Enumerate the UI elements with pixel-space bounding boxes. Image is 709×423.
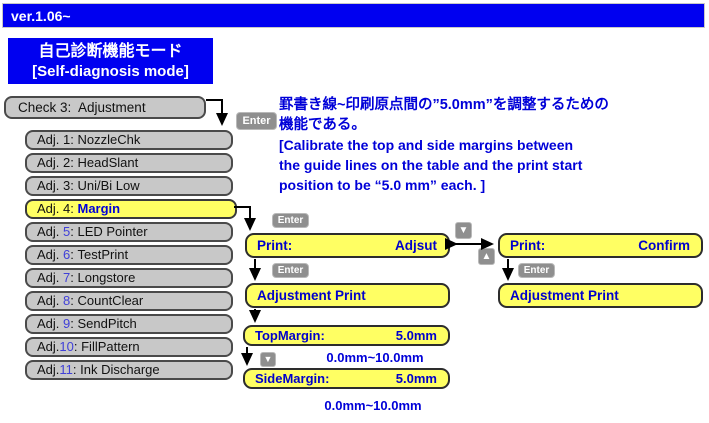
down-arrow-key-icon: ▼ [455, 222, 472, 239]
menu-item-adj-8: Adj. 8: CountClear [25, 291, 233, 311]
down-arrow-key-icon: ▼ [260, 352, 276, 367]
screen-value: Adjsut [395, 238, 437, 253]
description-text: 罫書き線~印刷原点間の”5.0mm”を調整するための 機能である。 [Calib… [279, 95, 707, 195]
menu-item-adj-5: Adj. 5: LED Pointer [25, 222, 233, 242]
menu-item-adj-9: Adj. 9: SendPitch [25, 314, 233, 334]
version-bar: ver.1.06~ [2, 3, 705, 28]
screen-top-margin: TopMargin: 5.0mm [243, 325, 450, 346]
mode-title-jp: 自己診断機能モード [38, 42, 183, 60]
menu-item-adj-11: Adj.11: Ink Discharge [25, 360, 233, 380]
menu-item-adj-4: Adj. 4: Margin [25, 199, 237, 219]
screen-label: TopMargin: [255, 328, 325, 343]
mode-title-en: [Self-diagnosis mode] [32, 62, 189, 80]
menu-item-adj-1: Adj. 1: NozzleChk [25, 130, 233, 150]
menu-item-adj-2: Adj. 2: HeadSlant [25, 153, 233, 173]
up-arrow-key-icon: ▲ [478, 248, 495, 265]
description-jp-line1: 罫書き線~印刷原点間の”5.0mm”を調整するための [279, 97, 609, 113]
enter-key-badge: Enter [272, 263, 309, 278]
screen-label: Adjustment Print [257, 288, 366, 303]
description-en-line3: position to be “5.0 mm” each. ] [279, 177, 486, 193]
screen-value: 5.0mm [395, 328, 437, 343]
screen-adjustment-print-right: Adjustment Print [498, 283, 703, 308]
screen-adjustment-print-left: Adjustment Print [245, 283, 450, 308]
screen-side-margin: SideMargin: 5.0mm [243, 368, 450, 389]
menu-item-adj-6: Adj. 6: TestPrint [25, 245, 233, 265]
enter-key-badge: Enter [518, 263, 555, 278]
side-margin-range: 0.0mm~10.0mm [324, 398, 422, 413]
menu-item-adj-10: Adj.10: FillPattern [25, 337, 233, 357]
screen-value: Confirm [638, 238, 690, 253]
screen-label: Print: [257, 238, 293, 253]
check-3-adjustment-box: Check 3: Adjustment [4, 96, 206, 119]
enter-key-badge: Enter [272, 213, 309, 228]
screen-print-confirm: Print: Confirm [498, 233, 703, 258]
description-en-line2: the guide lines on the table and the pri… [279, 157, 583, 173]
screen-label: Adjustment Print [510, 288, 619, 303]
screen-print-adjust: Print: Adjsut [245, 233, 450, 258]
mode-title: 自己診断機能モード [Self-diagnosis mode] [8, 38, 213, 84]
description-jp-line2: 機能である。 [279, 117, 366, 133]
enter-key-badge: Enter [236, 112, 277, 130]
screen-value: 5.0mm [395, 371, 437, 386]
description-en-line1: [Calibrate the top and side margins betw… [279, 137, 574, 153]
top-margin-range: 0.0mm~10.0mm [326, 350, 424, 365]
menu-item-adj-3: Adj. 3: Uni/Bi Low [25, 176, 233, 196]
screen-label: Print: [510, 238, 546, 253]
menu-item-adj-7: Adj. 7: Longstore [25, 268, 233, 288]
screen-label: SideMargin: [255, 371, 330, 386]
